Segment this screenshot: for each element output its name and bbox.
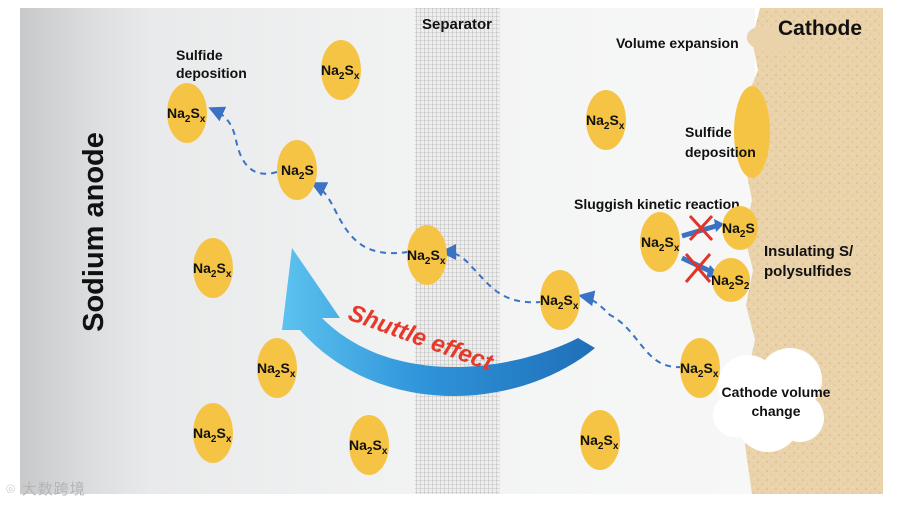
cathode-volume-change-line1: Cathode volume — [722, 384, 831, 400]
cathode-label: Cathode — [778, 17, 862, 40]
watermark-logo-icon: ⌾ — [6, 480, 17, 498]
particles — [167, 40, 758, 475]
label-na2sx: Na2Sx — [167, 105, 206, 125]
cathode-volume-change-line2: change — [751, 403, 800, 419]
label-na2sx: Na2Sx — [257, 360, 296, 380]
sodium-anode — [20, 8, 157, 494]
sluggish-kinetic-label: Sluggish kinetic reaction — [574, 196, 740, 212]
label-na2sx: Na2Sx — [193, 260, 232, 280]
sulfide-deposition-right-line2: deposition — [685, 144, 756, 160]
label-na2s: Na2S — [722, 220, 755, 240]
sulfide-deposition-left-line2: deposition — [176, 65, 247, 81]
insulating-label-line1: Insulating S/ — [764, 243, 854, 260]
label-na2sx: Na2Sx — [580, 432, 619, 452]
sulfide-deposition-right-line1: Sulfide — [685, 124, 732, 140]
label-na2s: Na2S — [281, 162, 314, 182]
shuttle-paths — [208, 106, 683, 369]
label-na2sx: Na2Sx — [407, 247, 446, 267]
cathode-sulfide-deposit — [734, 86, 770, 178]
separator-label: Separator — [422, 16, 492, 33]
watermark: ⌾ 大数跨境 — [6, 478, 86, 499]
anode-label: Sodium anode — [78, 132, 110, 332]
label-na2sx: Na2Sx — [349, 437, 388, 457]
label-na2sx: Na2Sx — [193, 425, 232, 445]
label-na2sx: Na2Sx — [680, 360, 719, 380]
volume-expansion-bump — [746, 25, 795, 53]
sulfide-deposition-left-line1: Sulfide — [176, 47, 223, 63]
volume-expansion-label: Volume expansion — [616, 35, 739, 51]
particle-labels: Na2Sx Na2Sx Na2S Na2Sx Na2Sx Na2Sx Na2Sx… — [167, 62, 755, 457]
watermark-text: 大数跨境 — [21, 480, 86, 498]
shuttle-arrow — [282, 248, 595, 397]
label-na2s2: Na2S2 — [711, 272, 750, 292]
label-na2sx: Na2Sx — [540, 292, 579, 312]
cathode-volume-change-cloud — [713, 348, 824, 452]
blocked-reaction-cross-icons — [684, 214, 714, 283]
label-na2sx: Na2Sx — [586, 112, 625, 132]
label-na2sx: Na2Sx — [321, 62, 360, 82]
label-na2sx: Na2Sx — [641, 234, 680, 254]
insulating-label-line2: polysulfides — [764, 263, 852, 280]
